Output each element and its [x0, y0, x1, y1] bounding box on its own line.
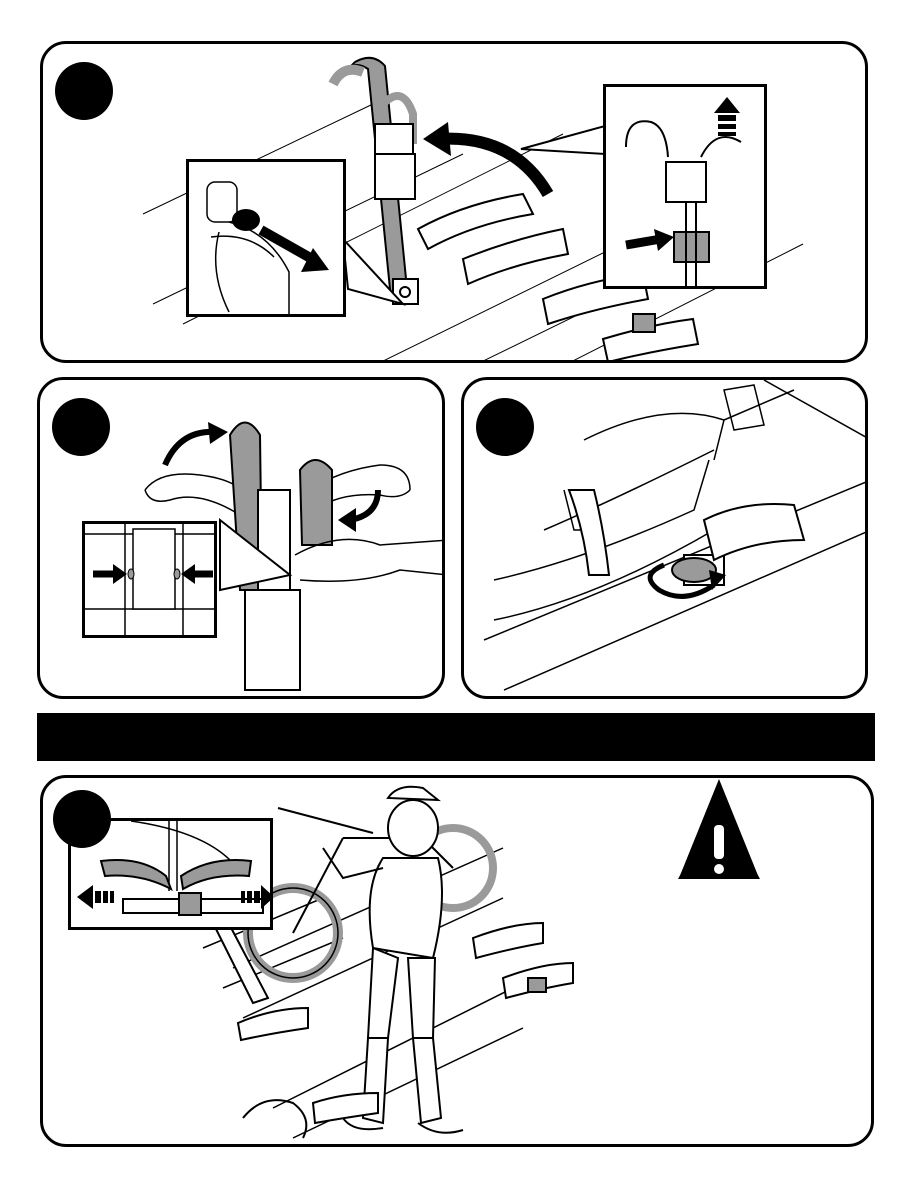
up-arrow-icon	[714, 97, 740, 136]
step-number-badge	[55, 62, 113, 120]
step-panel-4	[40, 775, 874, 1147]
step-number-badge	[53, 790, 111, 848]
pull-arrow-icon	[261, 230, 329, 272]
step-number-badge	[52, 398, 110, 456]
step-panel-1	[40, 41, 868, 363]
push-arrow-icon	[626, 229, 674, 251]
latch-detail-inset	[82, 521, 217, 638]
step-panel-2	[37, 377, 445, 699]
step-number-badge	[476, 398, 534, 456]
rotate-arrow-icon	[338, 490, 378, 532]
step-panel-3	[461, 377, 868, 699]
section-header-bar	[37, 713, 875, 761]
knob-detail-inset	[186, 159, 346, 317]
release-detail-inset	[603, 84, 767, 289]
rotate-arrow-icon	[165, 422, 228, 465]
warning-icon	[679, 779, 759, 878]
rotate-arrow-icon	[423, 122, 548, 194]
